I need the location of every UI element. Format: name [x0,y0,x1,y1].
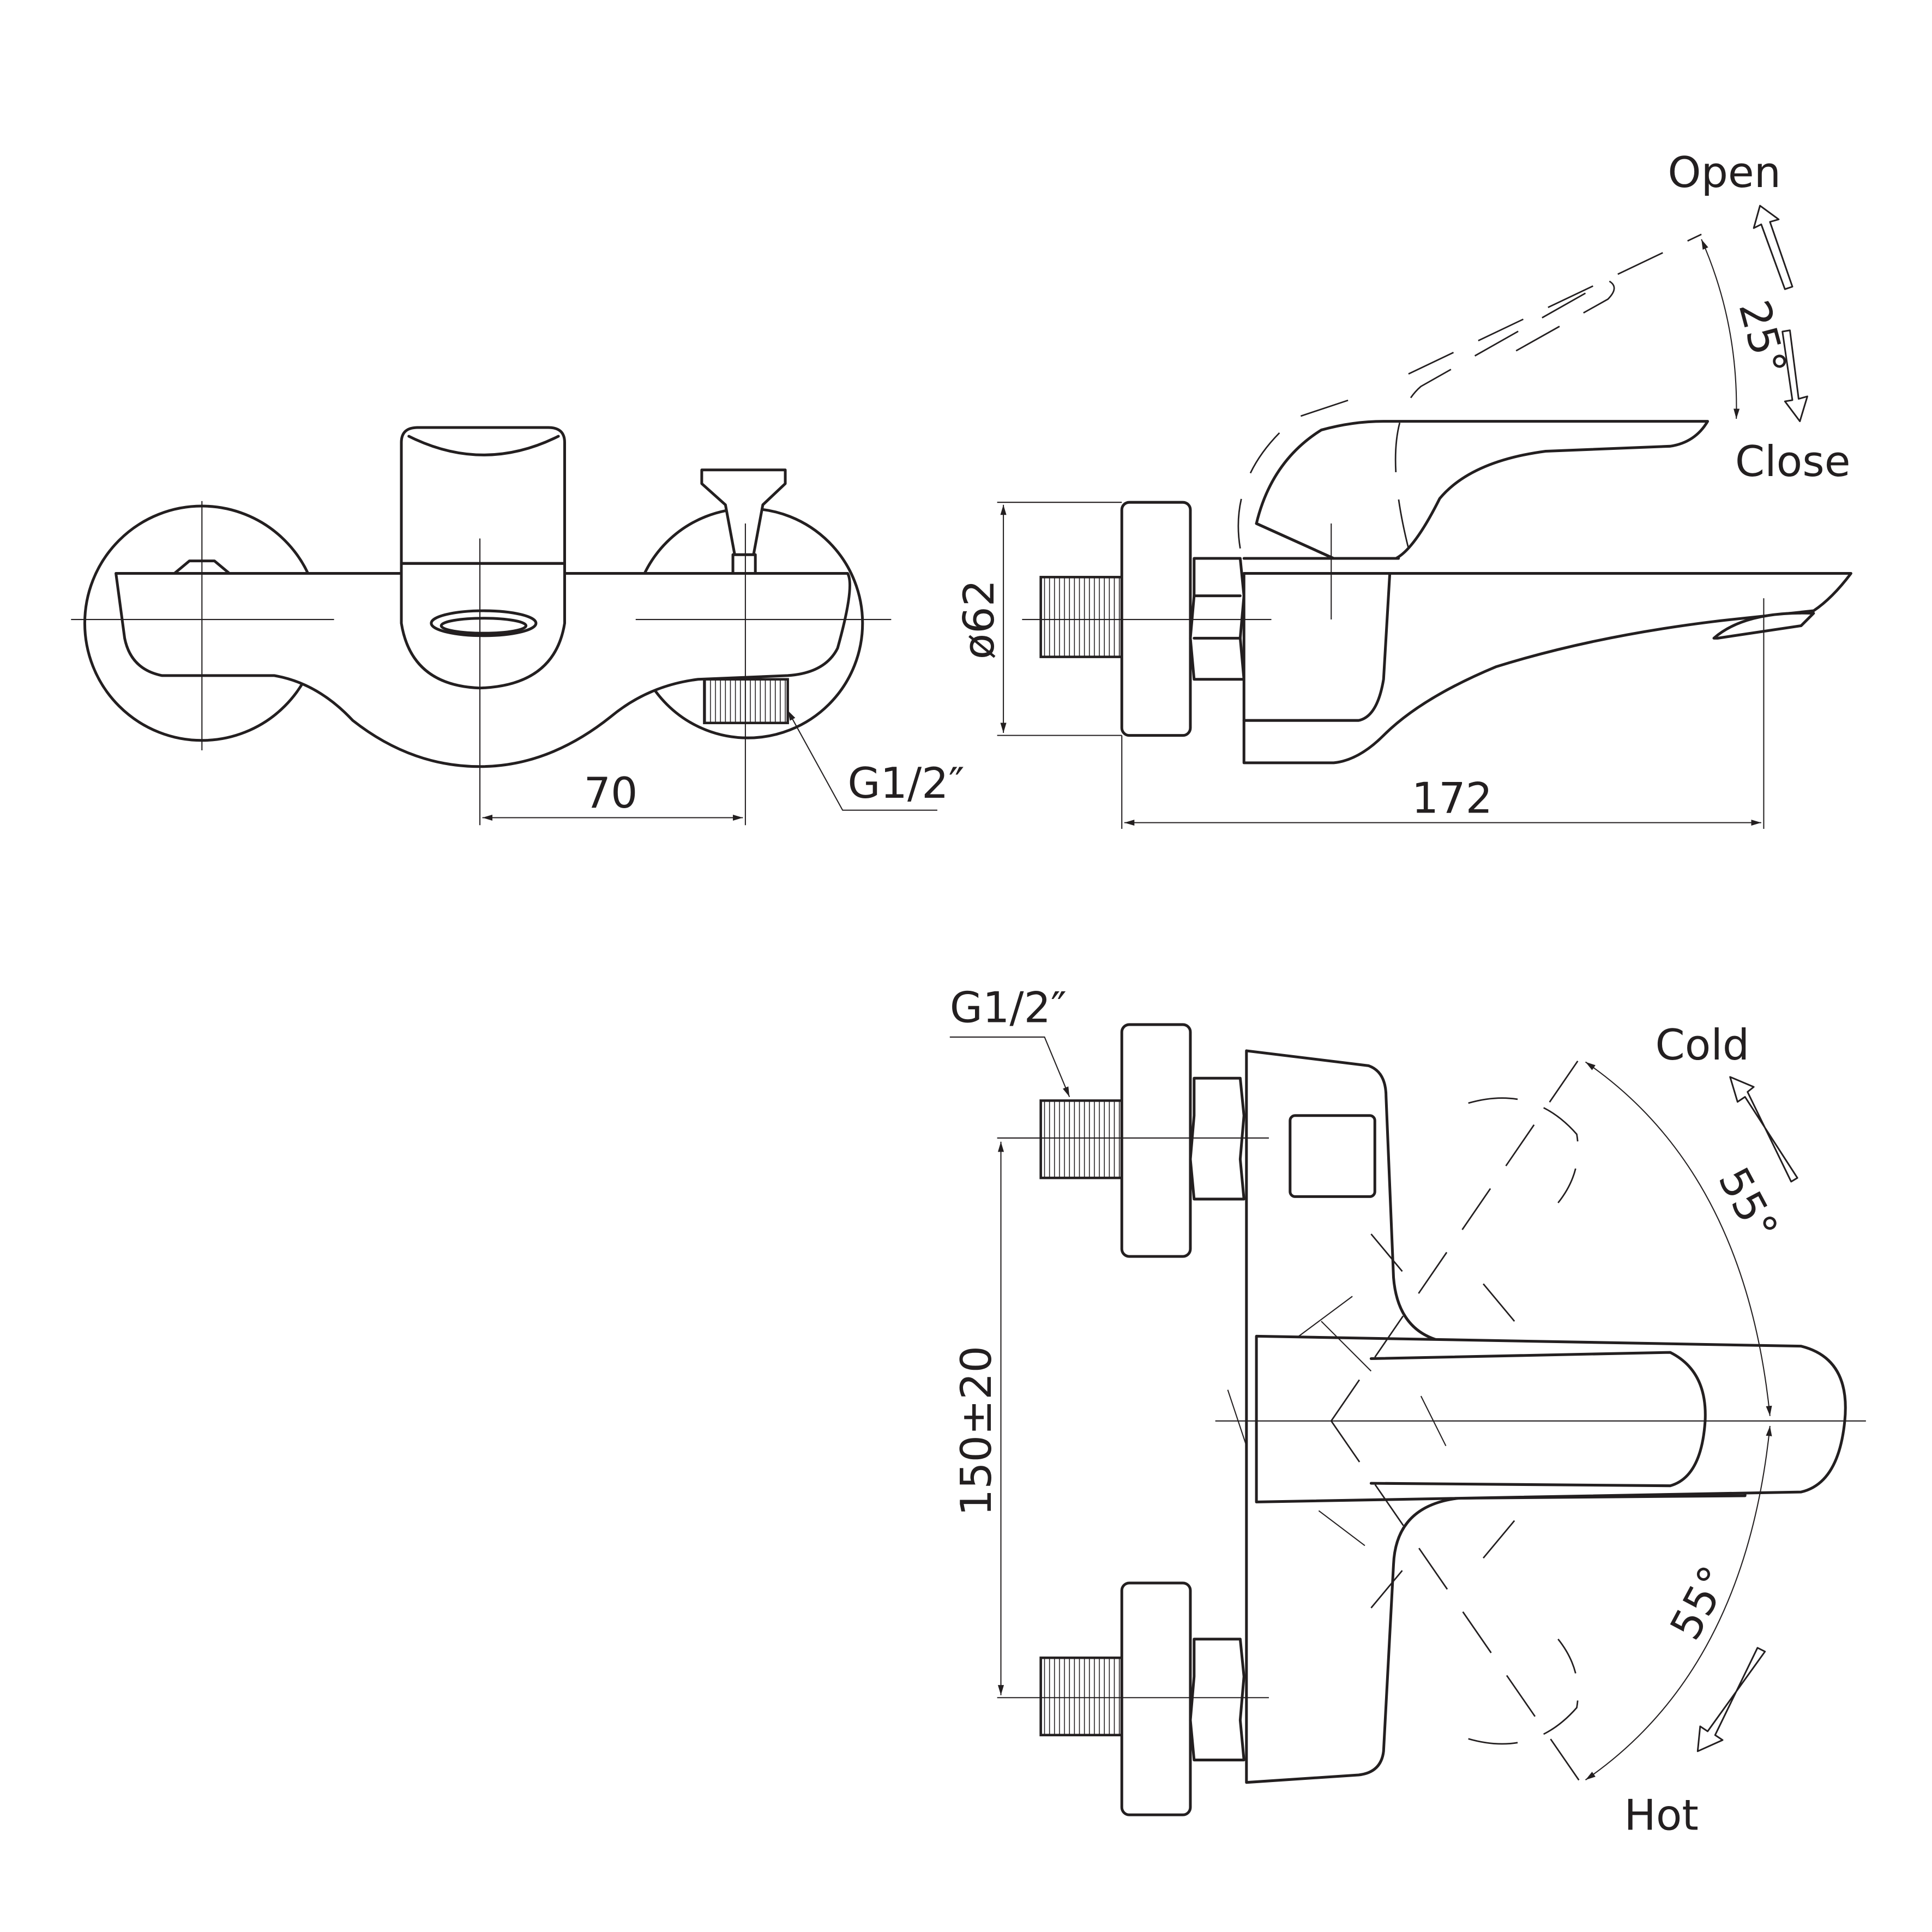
dim-center-distance-label: 150±20 [952,1346,1001,1516]
wall-flange [1120,501,1192,737]
thread-leader [787,710,937,811]
angle-arc-hot [1585,1425,1772,1780]
cold-label: Cold [1656,1021,1750,1070]
close-arrow-icon [1781,329,1808,423]
cold-angle-label: 55° [1708,1160,1787,1249]
hot-label: Hot [1624,1791,1698,1840]
diverter-stem [731,553,757,575]
aerator-outlet [430,609,538,637]
top-thread-label: G1/2″ [950,983,1067,1032]
side-view: ø62 172 25° Open Close [955,148,1852,829]
upper-hex-nut [1189,1076,1245,1201]
dim-spacing-label: 70 [584,769,638,818]
cold-arrow-icon [1729,1076,1798,1183]
aerator-inner [440,617,528,635]
hot-arrow-icon [1696,1647,1766,1753]
handle-cap-top [407,435,560,456]
dim-projection-label: 172 [1412,774,1492,823]
lower-inlet-thread [1039,1656,1123,1737]
front-thread-label: G1/2″ [847,759,964,808]
upper-wall-flange [1120,1023,1192,1258]
dim-diameter-label: ø62 [955,580,1004,659]
open-arrow-icon [1753,204,1793,290]
upper-inlet-thread [1039,1099,1123,1179]
inlet-thread [1039,576,1123,658]
lever-rotated-positions [1227,1056,1581,1783]
lower-wall-flange [1120,1581,1192,1816]
hot-angle-label: 55° [1661,1558,1740,1648]
hex-nut [1189,557,1245,681]
lever-open-position [1237,233,1702,549]
diverter-window [1289,1114,1376,1198]
angle-arc-cold [1585,1061,1772,1416]
shower-outlet-thread [703,678,789,725]
mixer-handle-cap [400,426,566,565]
top-thread-leader [949,1036,1070,1097]
angle-arc-25 [1701,239,1740,419]
angle-25-label: 25° [1729,296,1796,381]
front-view: 70 G1/2″ [71,426,965,826]
close-label: Close [1735,437,1851,486]
open-label: Open [1668,148,1781,197]
top-view: 150±20 55° 55° Cold Hot G1/2″ [949,983,1866,1840]
lever-handle [1255,420,1710,560]
lever-plan [1255,1334,1847,1503]
spout-body [1242,571,1852,765]
lower-hex-nut [1189,1638,1245,1762]
